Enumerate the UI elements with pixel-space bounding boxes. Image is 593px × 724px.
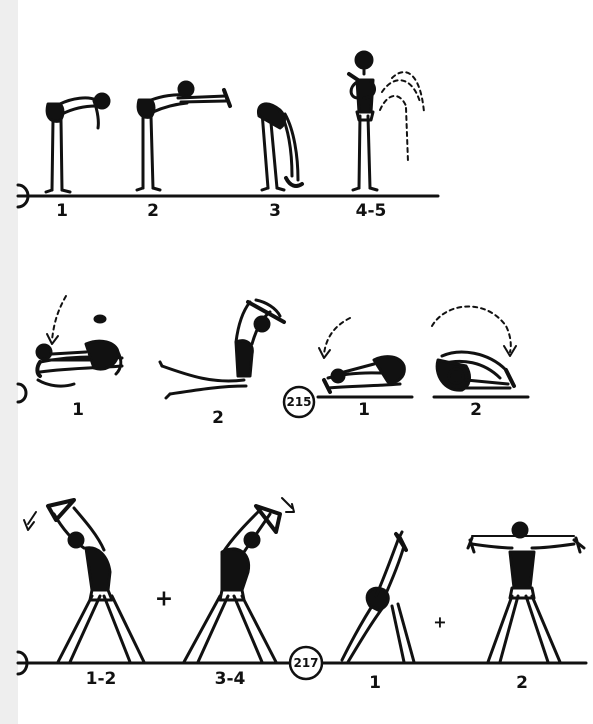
figure-row3-pose3-4 — [184, 498, 294, 662]
row2-215-label-2: 2 — [470, 400, 482, 420]
row1-label-1: 1 — [56, 201, 68, 221]
figure-row1-pose3 — [258, 104, 302, 190]
exercise-number-215: 215 — [286, 395, 311, 409]
plus-sign-row3-right: + — [433, 613, 446, 632]
figure-217-pose2 — [468, 523, 584, 662]
figure-row1-pose4-5 — [349, 52, 424, 190]
figure-215-pose2 — [432, 306, 516, 390]
row1-label-3: 3 — [269, 201, 281, 221]
row3-217-label-1: 1 — [369, 673, 381, 693]
figure-row1-pose1 — [46, 94, 109, 192]
row1-label-4-5: 4-5 — [356, 201, 387, 221]
row3-217-label-2: 2 — [516, 673, 528, 693]
figure-row2-left-pose1 — [37, 296, 122, 386]
row2-left-label-2: 2 — [212, 408, 224, 428]
figure-217-pose1 — [342, 532, 414, 662]
exercise-number-circle-row2 — [18, 384, 26, 402]
row1-label-2: 2 — [147, 201, 159, 221]
figure-215-pose1 — [319, 318, 404, 392]
figure-row3-pose1-2 — [24, 500, 144, 662]
exercise-number-217: 217 — [293, 656, 318, 670]
row3-label-1-2: 1-2 — [86, 669, 117, 689]
figure-row1-pose2 — [137, 82, 230, 190]
figure-row2-left-pose2 — [160, 300, 284, 398]
plus-sign-row3-left: + — [155, 587, 173, 612]
row3-label-3-4: 3-4 — [215, 669, 246, 689]
row2-left-label-1: 1 — [72, 400, 84, 420]
row2-215-label-1: 1 — [358, 400, 370, 420]
